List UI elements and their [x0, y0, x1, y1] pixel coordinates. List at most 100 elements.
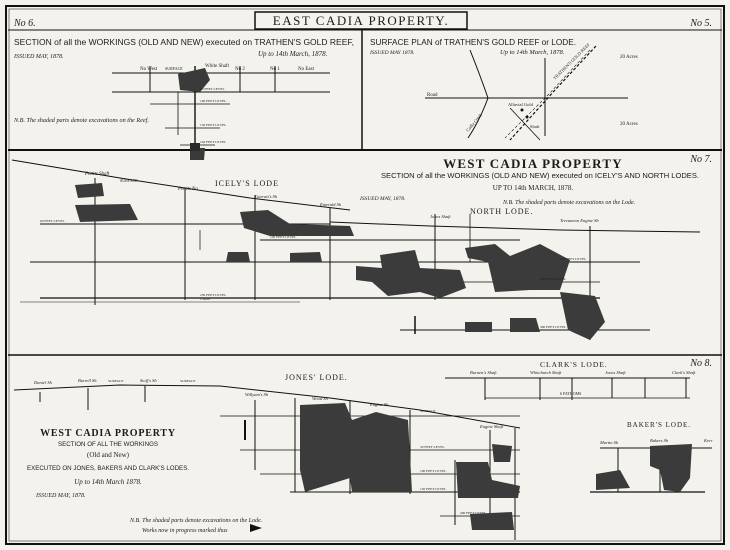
no7-excavation: [465, 244, 570, 292]
sheet-border: [5, 5, 725, 545]
no7-excavation: [290, 252, 322, 262]
no7-upto: UP TO 14th MARCH, 1878.: [493, 184, 574, 192]
no8-label-150ft: 150 FEET LEVEL: [420, 487, 446, 491]
s5-label-road: Road: [427, 93, 438, 98]
west-cadia-no8-panel: No 8. WEST CADIA PROPERTY SECTION OF ALL…: [13, 358, 713, 540]
no8-upto: Up to 14th March 1878.: [74, 478, 142, 486]
no8-label-daniel: Daniel Sh: [33, 380, 53, 385]
no8-label-200ft: 200 FEET LEVEL: [460, 511, 486, 515]
no8-label-100ft: 100 FEET LEVEL: [420, 469, 446, 473]
east-title: EAST CADIA PROPERTY.: [273, 13, 449, 28]
section6-excavation: [178, 68, 210, 92]
no8-note-2: Works now in progress marked thus: [142, 528, 228, 534]
no7-label-garratts: Garratt's Sh: [255, 194, 278, 199]
no8-label-engine-shaft: Engine Shaft: [479, 424, 504, 429]
no8-line-1: SECTION OF ALL THE WORKINGS: [58, 441, 158, 448]
bakers-label-bakers: Bakers Sh: [650, 438, 669, 443]
no7-label-250ft: 250 FEET LEVEL: [200, 293, 226, 297]
surface-plan-drawing: Road 20 Acres 20 Acres Alluvial Gold Sha…: [425, 42, 638, 141]
section6-note: N.B. The shaded parts denote excavations…: [13, 117, 149, 124]
no8-label-50ft: 50 FEET LEVEL: [420, 445, 445, 449]
works-in-progress-marker: [250, 524, 262, 532]
no7-label-200ft: 200 FEET LEVEL: [540, 277, 566, 281]
no7-label-adit: 1 ADIT: [200, 297, 212, 301]
no8-label-burrell: Burrell Sh: [78, 378, 97, 383]
no8-title: WEST CADIA PROPERTY: [40, 428, 176, 439]
no7-subtitle: SECTION of all the WORKINGS (OLD AND NEW…: [381, 171, 699, 180]
s6-label-150ft: 150 FEET LEVEL: [200, 123, 226, 127]
s5-label-20-acres-a: 20 Acres: [620, 55, 638, 60]
s6-label-no1: No 1: [270, 67, 280, 72]
no7-section-drawing: Pettits Shaft SURFACE Pettits No Garratt…: [11, 159, 701, 340]
bakers-label-martin: Martin Sh: [599, 440, 619, 445]
no7-excavation: [510, 318, 540, 332]
section5-title: SURFACE PLAN of TRATHEN'S GOLD REEF or L…: [370, 38, 576, 47]
figure-number-7: No 7.: [689, 154, 712, 165]
no7-note: N.B. The shaded parts denote excavations…: [502, 200, 635, 206]
section6-title: SECTION of all the WORKINGS (OLD AND NEW…: [14, 38, 354, 47]
no7-label-300ft: 300 FEET LEVEL: [540, 325, 566, 329]
clarks-label-jones: Jones Shaft: [605, 370, 626, 375]
no8-excavation: [492, 444, 512, 462]
no7-label-trevannon: Trevannon Engine Sh: [560, 218, 599, 223]
no7-excavation: [226, 252, 250, 262]
no7-label-jones-shaft: Jones Shaft: [430, 214, 451, 219]
no8-line-2: (Old and New): [87, 451, 130, 459]
s5-label-reef: TRATHEN'S GOLD REEF: [552, 42, 591, 81]
no7-label-pettits-no: Pettits No: [177, 187, 198, 192]
s6-label-white-shaft: White Shaft: [205, 64, 230, 69]
no7-excavation: [240, 210, 354, 236]
no7-label-60ft: 60 FEET LEVEL: [40, 219, 65, 223]
s6-label-no2: No 2: [235, 67, 245, 72]
no7-title: WEST CADIA PROPERTY: [443, 156, 623, 171]
no8-label-surface-c: SURFACE: [420, 409, 436, 413]
s5-label-20-acres-b: 20 Acres: [620, 122, 638, 127]
section6-upto: Up to 14th March, 1878.: [258, 50, 328, 58]
section5-issued: ISSUED MAY 1878.: [369, 50, 414, 56]
no7-excavation: [465, 322, 492, 332]
bakers-lode-label: BAKER'S LODE.: [627, 421, 691, 429]
section5-upto: Up to 14th March, 1878.: [500, 49, 565, 56]
bakers-label-kerr: Kerr: [703, 438, 713, 443]
no8-excavation: [650, 444, 692, 492]
no8-label-wood: Wood Sh: [312, 396, 328, 401]
no7-excavation: [75, 183, 104, 198]
s5-label-shaft: Shaft: [530, 124, 540, 129]
no8-note-1: N.B. The shaded parts denote excavations…: [129, 518, 262, 524]
no8-excavation: [456, 462, 520, 498]
no8-label-engine: Engine Sh: [369, 402, 389, 407]
no8-label-surface-a: SURFACE: [108, 379, 124, 383]
north-lode-label: NORTH LODE.: [470, 207, 533, 216]
no7-label-pettits-shaft: Pettits Shaft: [84, 172, 110, 177]
no7-label-150ft: 150 FEET LEVEL: [560, 257, 586, 261]
no8-excavation: [470, 512, 514, 530]
no8-label-stoffs: Stoff's Sh: [140, 378, 157, 383]
clarks-lode-label: CLARK'S LODE.: [540, 360, 608, 369]
figure-number-5: No 5.: [689, 18, 712, 29]
s5-label-alluvial: Alluvial Gold: [508, 102, 534, 107]
icely-lode-label: ICELY'S LODE: [215, 179, 279, 188]
no8-section-drawing: Daniel Sh Burrell Sh SURFACE Stoff's Sh …: [13, 370, 713, 540]
section6-drawing: No West SURFACE White Shaft No 2 No 1 No…: [112, 64, 330, 160]
no8-excavation: [300, 403, 412, 492]
west-cadia-no7-panel: No 7. WEST CADIA PROPERTY SECTION of all…: [11, 154, 712, 340]
clarks-label-whitchurch: Whitchurch Shaft: [530, 370, 562, 375]
no8-label-willyams: Willyam's Sh: [245, 392, 269, 397]
no8-issued: ISSUED MAY, 1878.: [35, 493, 85, 499]
no7-excavation: [75, 204, 138, 222]
no7-issued: ISSUED MAY, 1878.: [359, 196, 405, 202]
no7-excavation: [560, 292, 605, 340]
clarks-label-fathoms: 6 FATHOMS: [560, 391, 581, 396]
no7-label-100ft: 100 FEET LEVEL: [270, 235, 296, 239]
clarks-label-clarks: Clark's Shaft: [672, 370, 696, 375]
no7-label-emerald: Emerald Sh: [319, 202, 342, 207]
no8-label-surface-b: SURFACE: [180, 379, 196, 383]
no8-excavation: [596, 470, 630, 490]
clarks-label-burnetts: Burnett's Shaft: [470, 370, 497, 375]
s6-label-no-east: No East: [298, 67, 315, 72]
s6-label-surface: SURFACE: [165, 66, 183, 71]
figure-number-8: No 8.: [689, 358, 712, 369]
s6-label-no-west: No West: [140, 67, 158, 72]
s5-label-creek: Cadia Creek: [465, 112, 484, 133]
